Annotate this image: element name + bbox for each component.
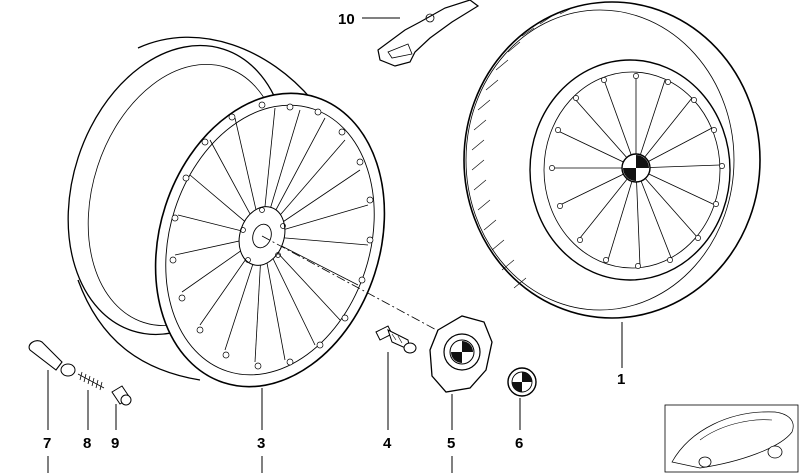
callout-1: 1 [617,371,625,388]
callout-4: 4 [383,435,392,452]
valve-cap-part-9 [111,385,132,406]
hub-cap-part-5 [429,315,493,393]
emblem-badge-part-6 [507,367,537,397]
wheel-rim-lip [543,71,721,269]
callout-labels: 10 1 3 4 5 6 7 8 9 [43,11,625,452]
valve-spring-part-8 [77,371,105,391]
rim-front-lip [165,104,375,376]
leader-lines [47,17,623,473]
rim-barrel-top [137,36,313,101]
valve-stem-part-7 [28,340,76,377]
wheel-bolts [549,73,725,269]
callout-8: 8 [83,435,91,452]
rim-bolts [169,101,374,370]
callout-5: 5 [447,435,455,452]
wrench-part-10 [377,0,480,67]
callout-9: 9 [111,435,119,452]
callout-7: 7 [43,435,51,452]
assembly-axis [261,235,456,341]
car-location-thumbnail [664,404,799,473]
rim-barrel-bottom [77,279,201,381]
wheel-spokes [552,74,721,267]
tire-tread [471,7,573,289]
callout-3: 3 [257,435,265,452]
callout-10: 10 [338,11,355,28]
complete-wheel-part-1 [463,1,761,319]
wheel-bolt-part-4 [375,325,417,354]
callout-6: 6 [515,435,523,452]
rim-part-3 [67,36,386,388]
tire-tread-edge [465,9,735,311]
